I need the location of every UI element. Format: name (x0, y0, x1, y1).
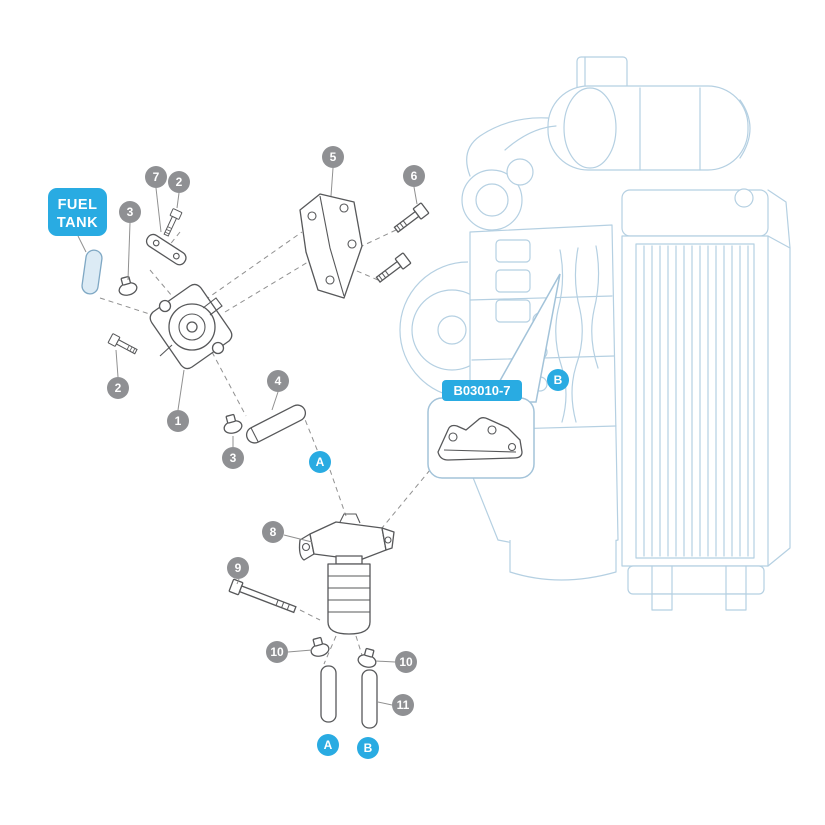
engine-fan-housing (399, 261, 469, 399)
fuel-filter (298, 513, 395, 635)
tank-hose (81, 249, 103, 295)
clamp-10-left (307, 635, 331, 659)
fuel-tank-text-line2: TANK (57, 215, 98, 231)
svg-text:2: 2 (115, 381, 122, 395)
svg-text:3: 3 (230, 451, 237, 465)
engine-oil-pan (509, 540, 617, 581)
svg-text:10: 10 (270, 645, 284, 659)
callout-7: 7 (145, 166, 167, 188)
callout-11: 11 (392, 694, 414, 716)
svg-text:A: A (324, 738, 333, 752)
bracket-part-detail (437, 417, 523, 461)
callout-2-upper: 2 (168, 171, 190, 193)
engine-illustration (399, 56, 791, 611)
svg-text:8: 8 (270, 525, 277, 539)
bolt-6-upper (391, 202, 430, 236)
callout-leader-lines (115, 167, 418, 706)
fuel-tank-text-line1: FUEL (58, 197, 98, 213)
callout-9: 9 (227, 557, 249, 579)
engine-air-cleaner (547, 85, 749, 171)
svg-text:4: 4 (275, 374, 282, 388)
bolt-6-lower (373, 252, 412, 286)
callout-6: 6 (403, 165, 425, 187)
clamp-3-lower (220, 412, 244, 436)
svg-text:7: 7 (153, 170, 160, 184)
assembly-dashed-lines (99, 229, 431, 669)
svg-text:B: B (364, 741, 373, 755)
svg-text:3: 3 (127, 205, 134, 219)
radiator-frame (621, 235, 769, 567)
svg-text:11: 11 (397, 698, 410, 712)
fuel-tank-label: FUEL TANK (48, 188, 107, 236)
callout-3-upper: 3 (119, 201, 141, 223)
callout-a-bottom: A (317, 734, 339, 756)
clamp-10-right (356, 646, 380, 670)
radiator-cap (734, 188, 754, 208)
svg-text:9: 9 (235, 561, 242, 575)
part-ref-label: B03010-7 (442, 380, 522, 401)
callout-3-lower: 3 (222, 447, 244, 469)
callout-a-hose4: A (309, 451, 331, 473)
hose-a-bottom (320, 665, 337, 723)
fuel-pump (149, 283, 233, 370)
callout-4: 4 (267, 370, 289, 392)
part-ref-text: B03010-7 (453, 383, 510, 398)
svg-text:10: 10 (399, 655, 413, 669)
callout-b-bottom: B (357, 737, 379, 759)
engine-turbo (461, 169, 523, 231)
hose-11 (361, 669, 378, 729)
svg-text:1: 1 (175, 414, 182, 428)
svg-text:5: 5 (330, 150, 337, 164)
bracket-5 (299, 193, 363, 299)
callout-8: 8 (262, 521, 284, 543)
callout-10-left: 10 (266, 641, 288, 663)
svg-text:2: 2 (176, 175, 183, 189)
callout-5: 5 (322, 146, 344, 168)
svg-text:B: B (554, 373, 563, 387)
radiator-fins (643, 245, 749, 557)
hose-4 (245, 404, 307, 444)
plate-7 (145, 233, 187, 266)
callout-b-engine: B (547, 369, 569, 391)
clamp-3-upper (115, 274, 139, 298)
callout-10-right: 10 (395, 651, 417, 673)
callout-2-lower: 2 (107, 377, 129, 399)
bolt-9 (228, 578, 298, 617)
svg-text:A: A (316, 455, 325, 469)
svg-text:6: 6 (411, 169, 418, 183)
bolt-2-lower (107, 333, 139, 357)
radiator-core (635, 243, 755, 559)
callout-1: 1 (167, 410, 189, 432)
